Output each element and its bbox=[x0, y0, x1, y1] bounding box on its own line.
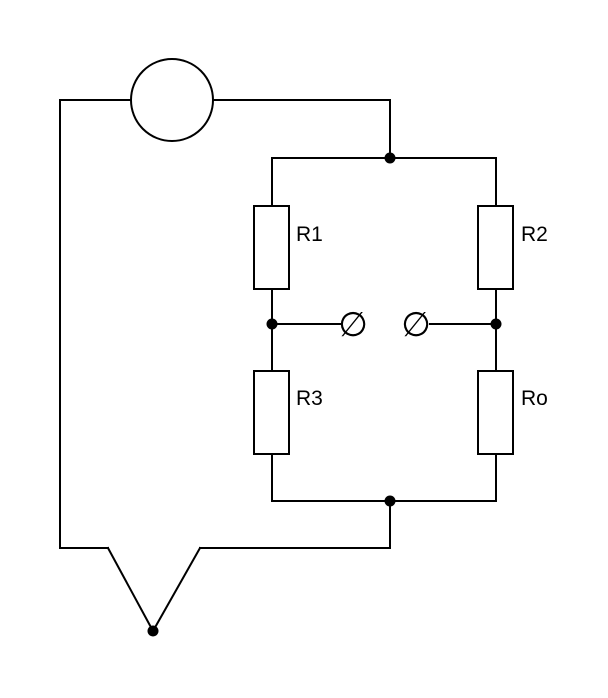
resistor-r3 bbox=[253, 370, 290, 455]
resistor-r1 bbox=[253, 205, 290, 290]
label-r1: R1 bbox=[296, 223, 323, 246]
label-ro: Ro bbox=[521, 387, 548, 410]
wire-source-right bbox=[212, 99, 391, 159]
resistor-r2 bbox=[477, 205, 514, 290]
terminal-right-symbol: ∅ bbox=[401, 306, 431, 344]
node-top bbox=[384, 152, 396, 164]
wire-source-left bbox=[59, 99, 132, 549]
node-right-mid bbox=[490, 318, 502, 330]
terminal-left-symbol: ∅ bbox=[338, 306, 368, 344]
thermocouple-junction bbox=[106, 546, 202, 634]
label-r3: R3 bbox=[296, 387, 323, 410]
thermocouple-tip-node bbox=[147, 625, 159, 637]
resistor-ro bbox=[477, 370, 514, 455]
node-left-mid bbox=[266, 318, 278, 330]
node-bottom bbox=[384, 495, 396, 507]
source-circle-symbol bbox=[130, 58, 214, 142]
wire-bottom-return bbox=[199, 500, 391, 549]
label-r2: R2 bbox=[521, 223, 548, 246]
